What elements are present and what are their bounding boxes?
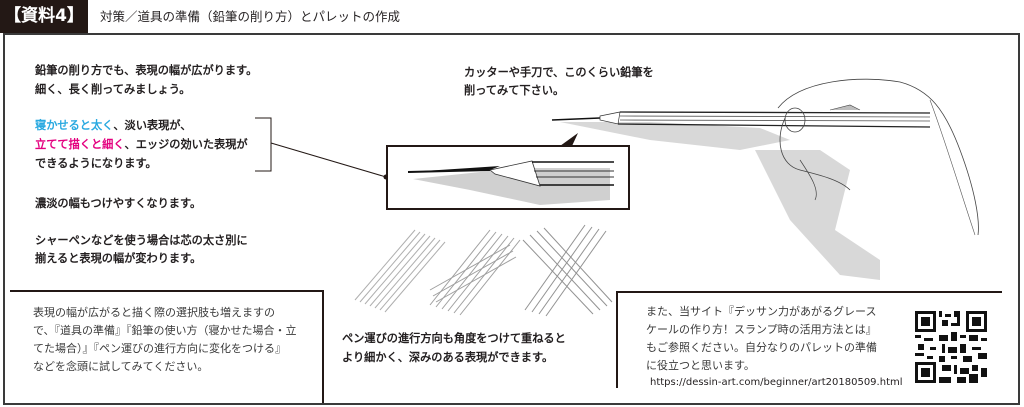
advice-line-3: てた場合）』『ペン運びの進行方向に変化をつける』 [33,342,286,355]
intro-line-1: 鉛筆の削り方でも、表現の幅が広がります。 [35,64,258,77]
emphasis-line-1: 寝かせると太く、淡い表現が、 [35,117,191,136]
emphasis-line-1-rest: 、淡い表現が、 [113,119,192,132]
hatching-caption-line-1: ペン運びの進行方向も角度をつけて重ねると [342,332,566,345]
material-tag: 【資料4】 [0,0,88,33]
advice-line-1: 表現の幅が広がると描く際の選択肢も増えますの [33,306,275,319]
advice-box [10,290,324,403]
mech-pencil-line-2: 揃えると表現の幅が変わります。 [35,252,202,265]
emphasis-line-2: 立てて描くと細く、エッジの効いた表現が [35,136,248,155]
reference-line-2: ケールの作り方！スランプ時の活用方法とは』 [646,323,877,336]
reference-url-link[interactable]: https://dessin-art.com/beginner/art20180… [650,377,903,388]
reference-line-3: もご参照ください。自分なりのパレットの準備 [646,341,877,354]
emphasis-line-3: できるようになります。 [35,157,157,170]
intro-line-2: 細く、長く削ってみましょう。 [35,83,191,96]
upright-highlight: 立てて描くと細く [35,138,125,151]
mech-pencil-line-1: シャーペンなどを使う場合は芯の太さ別に [35,234,248,247]
page-title: 対策／道具の準備（鉛筆の削り方）とパレットの作成 [100,9,401,24]
hatching-caption-line-2: より細かく、深みのある表現ができます。 [342,351,554,364]
advice-line-4: などを念頭に試してみてください。 [33,360,209,373]
emphasis-line-2-rest: 、エッジの効いた表現が [124,138,248,151]
lay-flat-highlight: 寝かせると太く [35,119,114,132]
reference-line-4: に役立つと思います。 [646,359,755,372]
qr-code-icon[interactable] [915,311,987,383]
pencil-instruction-line-2: 削ってみて下さい。 [464,84,565,97]
advice-line-2: で、『道具の準備』『鉛筆の使い方（寝かせた場合・立 [33,324,297,337]
header-bar: 【資料4】 対策／道具の準備（鉛筆の削り方）とパレットの作成 [0,0,1024,33]
shade-line: 濃淡の幅もつけやすくなります。 [35,197,202,210]
reference-line-1: また、当サイト『デッサン力があがるグレース [646,305,877,318]
pencil-instruction-line-1: カッターや手刀で、このくらい鉛筆を [464,66,654,79]
content-frame [3,33,1020,405]
